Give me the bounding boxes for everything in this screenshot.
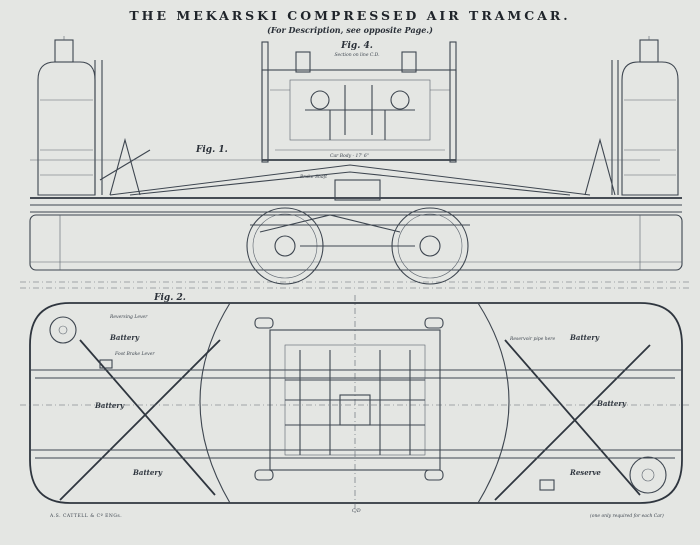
battery-label: Battery [569,333,600,342]
fig4-label: Fig. 4. [340,41,373,51]
fig4-caption: Section on line C.D. [334,52,380,58]
car-body-dimension: Car Body - 17' 6" [330,153,369,159]
fig1-label: Fig. 1. [195,145,228,155]
steering-note: (one only required for each Car) [590,512,664,519]
fig1-side-elevation: Fig. 1. Car Body - 17' 6" Brake Shaft [20,36,690,289]
battery-label: Battery [132,468,163,477]
fig4-section-drawing: Fig. 4. Section on line C.D. [261,41,457,163]
battery-label: Battery [94,401,125,410]
section-line-label: C/D [352,508,361,514]
foot-brake-lever-label: Foot Brake Lever [114,351,155,357]
battery-label: Battery [109,333,140,342]
battery-label: Battery [596,399,627,408]
reversing-lever-label: Reversing Lever [109,314,148,320]
brake-shaft-label: Brake Shaft [299,174,327,180]
fig2-plan-view: Fig. 2. Battery Battery Battery Battery … [20,293,690,519]
fig2-label: Fig. 2. [153,293,186,303]
reservoir-pipe-label: Reservoir pipe here [509,336,555,342]
reserve-label: Reserve [569,468,601,477]
drawing-title: THE MEKARSKI COMPRESSED AIR TRAMCAR. [129,8,570,23]
drawing-subtitle: (For Description, see opposite Page.) [267,25,433,35]
engraver-mark: A.S. CATTELL & Cº ENGs. [49,513,122,519]
